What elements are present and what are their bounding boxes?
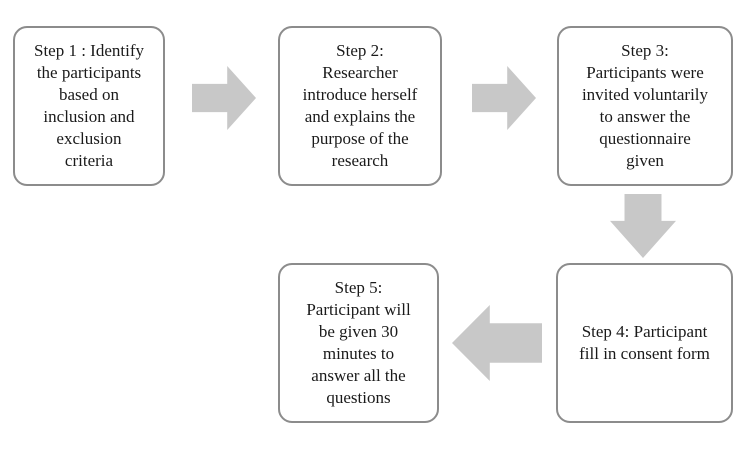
step-4-text: Step 4: Participant fill in consent form [579,322,710,363]
step-3-text: Step 3: Participants were invited volunt… [581,41,709,170]
arrow-right-icon [472,66,536,130]
step-2-text: Step 2: Researcher introduce herself and… [302,41,418,170]
arrow-left-icon [452,305,542,381]
arrow-down-icon [610,194,676,258]
step-5-box: Step 5: Participant will be given 30 min… [278,263,439,423]
step-2-box: Step 2: Researcher introduce herself and… [278,26,442,186]
step-1-box: Step 1 : Identify the participants based… [13,26,165,186]
step-5-text: Step 5: Participant will be given 30 min… [306,278,411,407]
arrow-right-icon [192,66,256,130]
step-4-box: Step 4: Participant fill in consent form [556,263,733,423]
step-3-box: Step 3: Participants were invited volunt… [557,26,733,186]
step-1-text: Step 1 : Identify the participants based… [33,41,144,170]
